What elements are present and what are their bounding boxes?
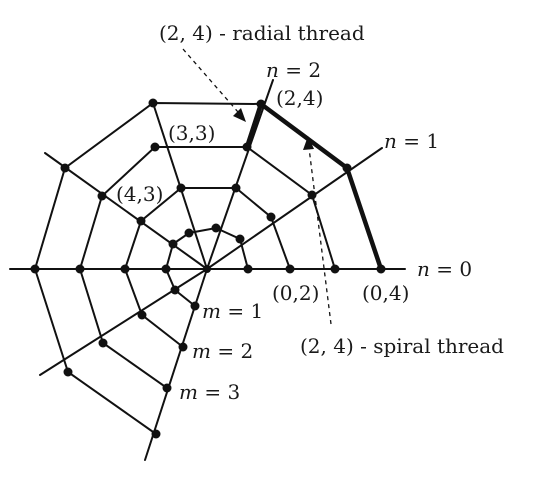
node [150, 142, 160, 152]
point-label-0-2: (0,2) [272, 281, 319, 305]
node [256, 99, 266, 109]
node [243, 264, 253, 274]
spiral-ring-3 [78, 146, 336, 389]
node [178, 342, 188, 352]
node [242, 142, 252, 152]
spiral-ring-2 [123, 187, 291, 348]
radial-thread-highlight [244, 101, 264, 150]
radial-thread-n6 [39, 268, 208, 376]
radial-thread-n7 [144, 268, 208, 461]
node [170, 285, 180, 295]
labels: (2, 4) - radial thread (2, 4) - spiral t… [116, 21, 504, 404]
node [176, 183, 186, 193]
node [148, 98, 158, 108]
node [184, 228, 194, 238]
node [60, 163, 70, 173]
label-n-1: n = 1 [384, 129, 439, 153]
node [190, 301, 200, 311]
callout-arrows [182, 48, 332, 325]
label-m-1: m = 1 [202, 299, 263, 323]
point-label-3-3: (3,3) [168, 121, 215, 145]
node [75, 264, 85, 274]
node [161, 264, 171, 274]
node [97, 191, 107, 201]
node [120, 264, 130, 274]
web-nodes [30, 98, 386, 439]
node [137, 310, 147, 320]
node [266, 212, 276, 222]
node [63, 367, 73, 377]
node [330, 264, 340, 274]
node [376, 264, 386, 274]
spiral-callout-arrow [308, 147, 332, 325]
node [235, 234, 245, 244]
label-n-2: n = 2 [266, 58, 321, 82]
node [30, 264, 40, 274]
node [203, 265, 211, 273]
node [307, 190, 317, 200]
label-n-0: n = 0 [417, 257, 472, 281]
node [151, 429, 161, 439]
node [136, 216, 146, 226]
radial-thread-n1 [206, 147, 383, 270]
node [211, 223, 221, 233]
node [285, 264, 295, 274]
radial-thread-n2 [206, 79, 274, 270]
node [342, 163, 352, 173]
node [162, 383, 172, 393]
point-label-4-3: (4,3) [116, 182, 163, 206]
radial-thread-callout: (2, 4) - radial thread [159, 21, 365, 45]
radial-callout-arrow [182, 48, 239, 113]
node [168, 239, 178, 249]
node [231, 183, 241, 193]
radial-thread-n4 [44, 152, 208, 270]
spiral-thread-callout: (2, 4) - spiral thread [300, 334, 504, 358]
label-m-3: m = 3 [179, 380, 240, 404]
node [98, 338, 108, 348]
label-m-2: m = 2 [192, 339, 253, 363]
spiral-arrowhead [303, 136, 314, 150]
point-label-0-4: (0,4) [362, 281, 409, 305]
point-label-2-4: (2,4) [276, 86, 323, 110]
radial-arrowhead [233, 108, 246, 122]
